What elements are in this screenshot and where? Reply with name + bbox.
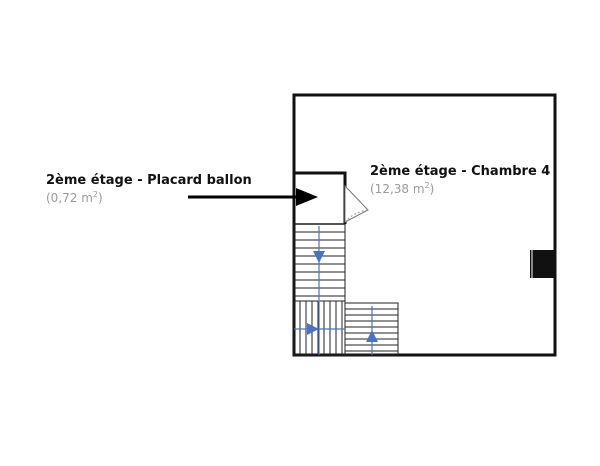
- label-placard-ballon: 2ème étage - Placard ballon (0,72 m2): [46, 173, 252, 205]
- label-chambre-4: 2ème étage - Chambre 4 (12,38 m2): [370, 164, 550, 196]
- pointer-arrow: [188, 188, 318, 206]
- arrow-down-icon: [313, 251, 325, 263]
- chimney-block: [530, 250, 554, 278]
- room-area-chambre: (12,38 m2): [370, 181, 435, 196]
- room-outer-wall: [292, 93, 557, 357]
- stair-direction-arrows: [294, 226, 378, 355]
- room-name-chambre: 2ème étage - Chambre 4: [370, 164, 551, 179]
- arrow-right-icon: [296, 188, 318, 206]
- door-swing: [344, 184, 369, 223]
- room-area-placard: (0,72 m2): [46, 190, 103, 205]
- arrow-right-icon: [307, 323, 319, 335]
- room-name-placard: 2ème étage - Placard ballon: [46, 173, 252, 188]
- arrow-up-icon: [366, 330, 378, 342]
